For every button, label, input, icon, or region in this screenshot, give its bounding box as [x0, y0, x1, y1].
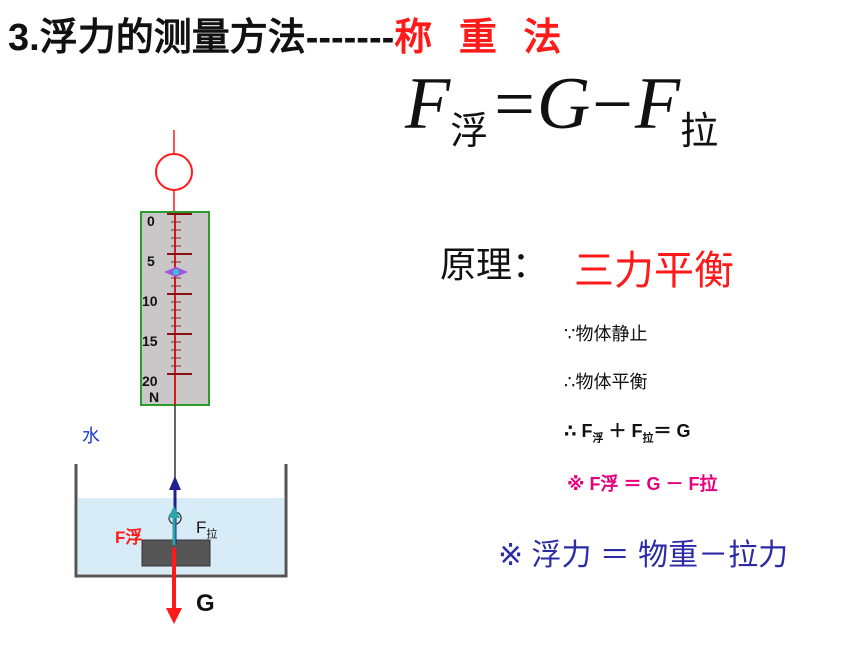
water-container [74, 464, 288, 578]
conclusion-note: ※ 浮力 ＝ 物重－拉力 [498, 539, 789, 572]
title-prefix: 3.浮力的测量方法------- [8, 17, 395, 59]
pull-force-label-sub: 拉 [206, 528, 218, 541]
slide-title: 3.浮力的测量方法-------称 重 法 [8, 6, 569, 61]
formula-f2: F [634, 63, 681, 145]
buoyancy-force-arrowhead [168, 506, 180, 518]
tick-label-15: 15 [142, 333, 158, 349]
formula-buoyancy-sub: 浮 [450, 111, 489, 153]
formula-equals: = [494, 64, 535, 144]
step3-sub-buoyancy: 浮 [592, 432, 604, 445]
principle-value: 三力平衡 [574, 249, 734, 293]
tick-label-5: 5 [147, 253, 155, 269]
scale-unit-label: N [149, 389, 159, 405]
scale-pointer-center [173, 269, 179, 275]
step3-prefix: ∴ F [564, 421, 593, 441]
buoyancy-formula: F浮 =G−F拉 [405, 62, 718, 153]
step3-mid: ＋ F [603, 421, 643, 441]
step3-end: ＝ G [653, 421, 691, 441]
scale-major-ticks [167, 213, 192, 375]
water-label: 水 [82, 426, 100, 446]
reasoning-step-2: ∴物体平衡 [564, 372, 648, 392]
pull-force-label: F拉 [196, 518, 217, 541]
gravity-force-arrowhead [166, 608, 182, 624]
tick-label-10: 10 [142, 293, 158, 309]
pull-force-arrowhead [169, 476, 181, 490]
formula-pull-sub: 拉 [680, 111, 719, 153]
tick-label-20: 20 [142, 373, 158, 389]
reasoning-step-3: ∴ F浮 ＋ F拉＝ G [564, 417, 691, 446]
reasoning-step-1: ∵物体静止 [564, 324, 648, 344]
hook-ring [155, 153, 193, 191]
buoyancy-force-label: F浮 [115, 528, 143, 547]
scale-tick-labels: 0 5 10 15 20 N [142, 213, 159, 405]
title-method: 称 重 法 [394, 17, 570, 59]
formula-minus: − [592, 64, 633, 144]
gravity-force-label: G [196, 590, 215, 617]
pull-force-label-main: F [196, 518, 207, 537]
step3-sub-pull: 拉 [642, 432, 654, 445]
formula-f1: F [405, 63, 451, 145]
tick-label-0: 0 [147, 213, 155, 229]
reasoning-step-4: ※ F浮 ＝ G － F拉 [567, 474, 718, 494]
principle-label: 原理： [440, 244, 549, 285]
formula-g: G [536, 63, 591, 145]
